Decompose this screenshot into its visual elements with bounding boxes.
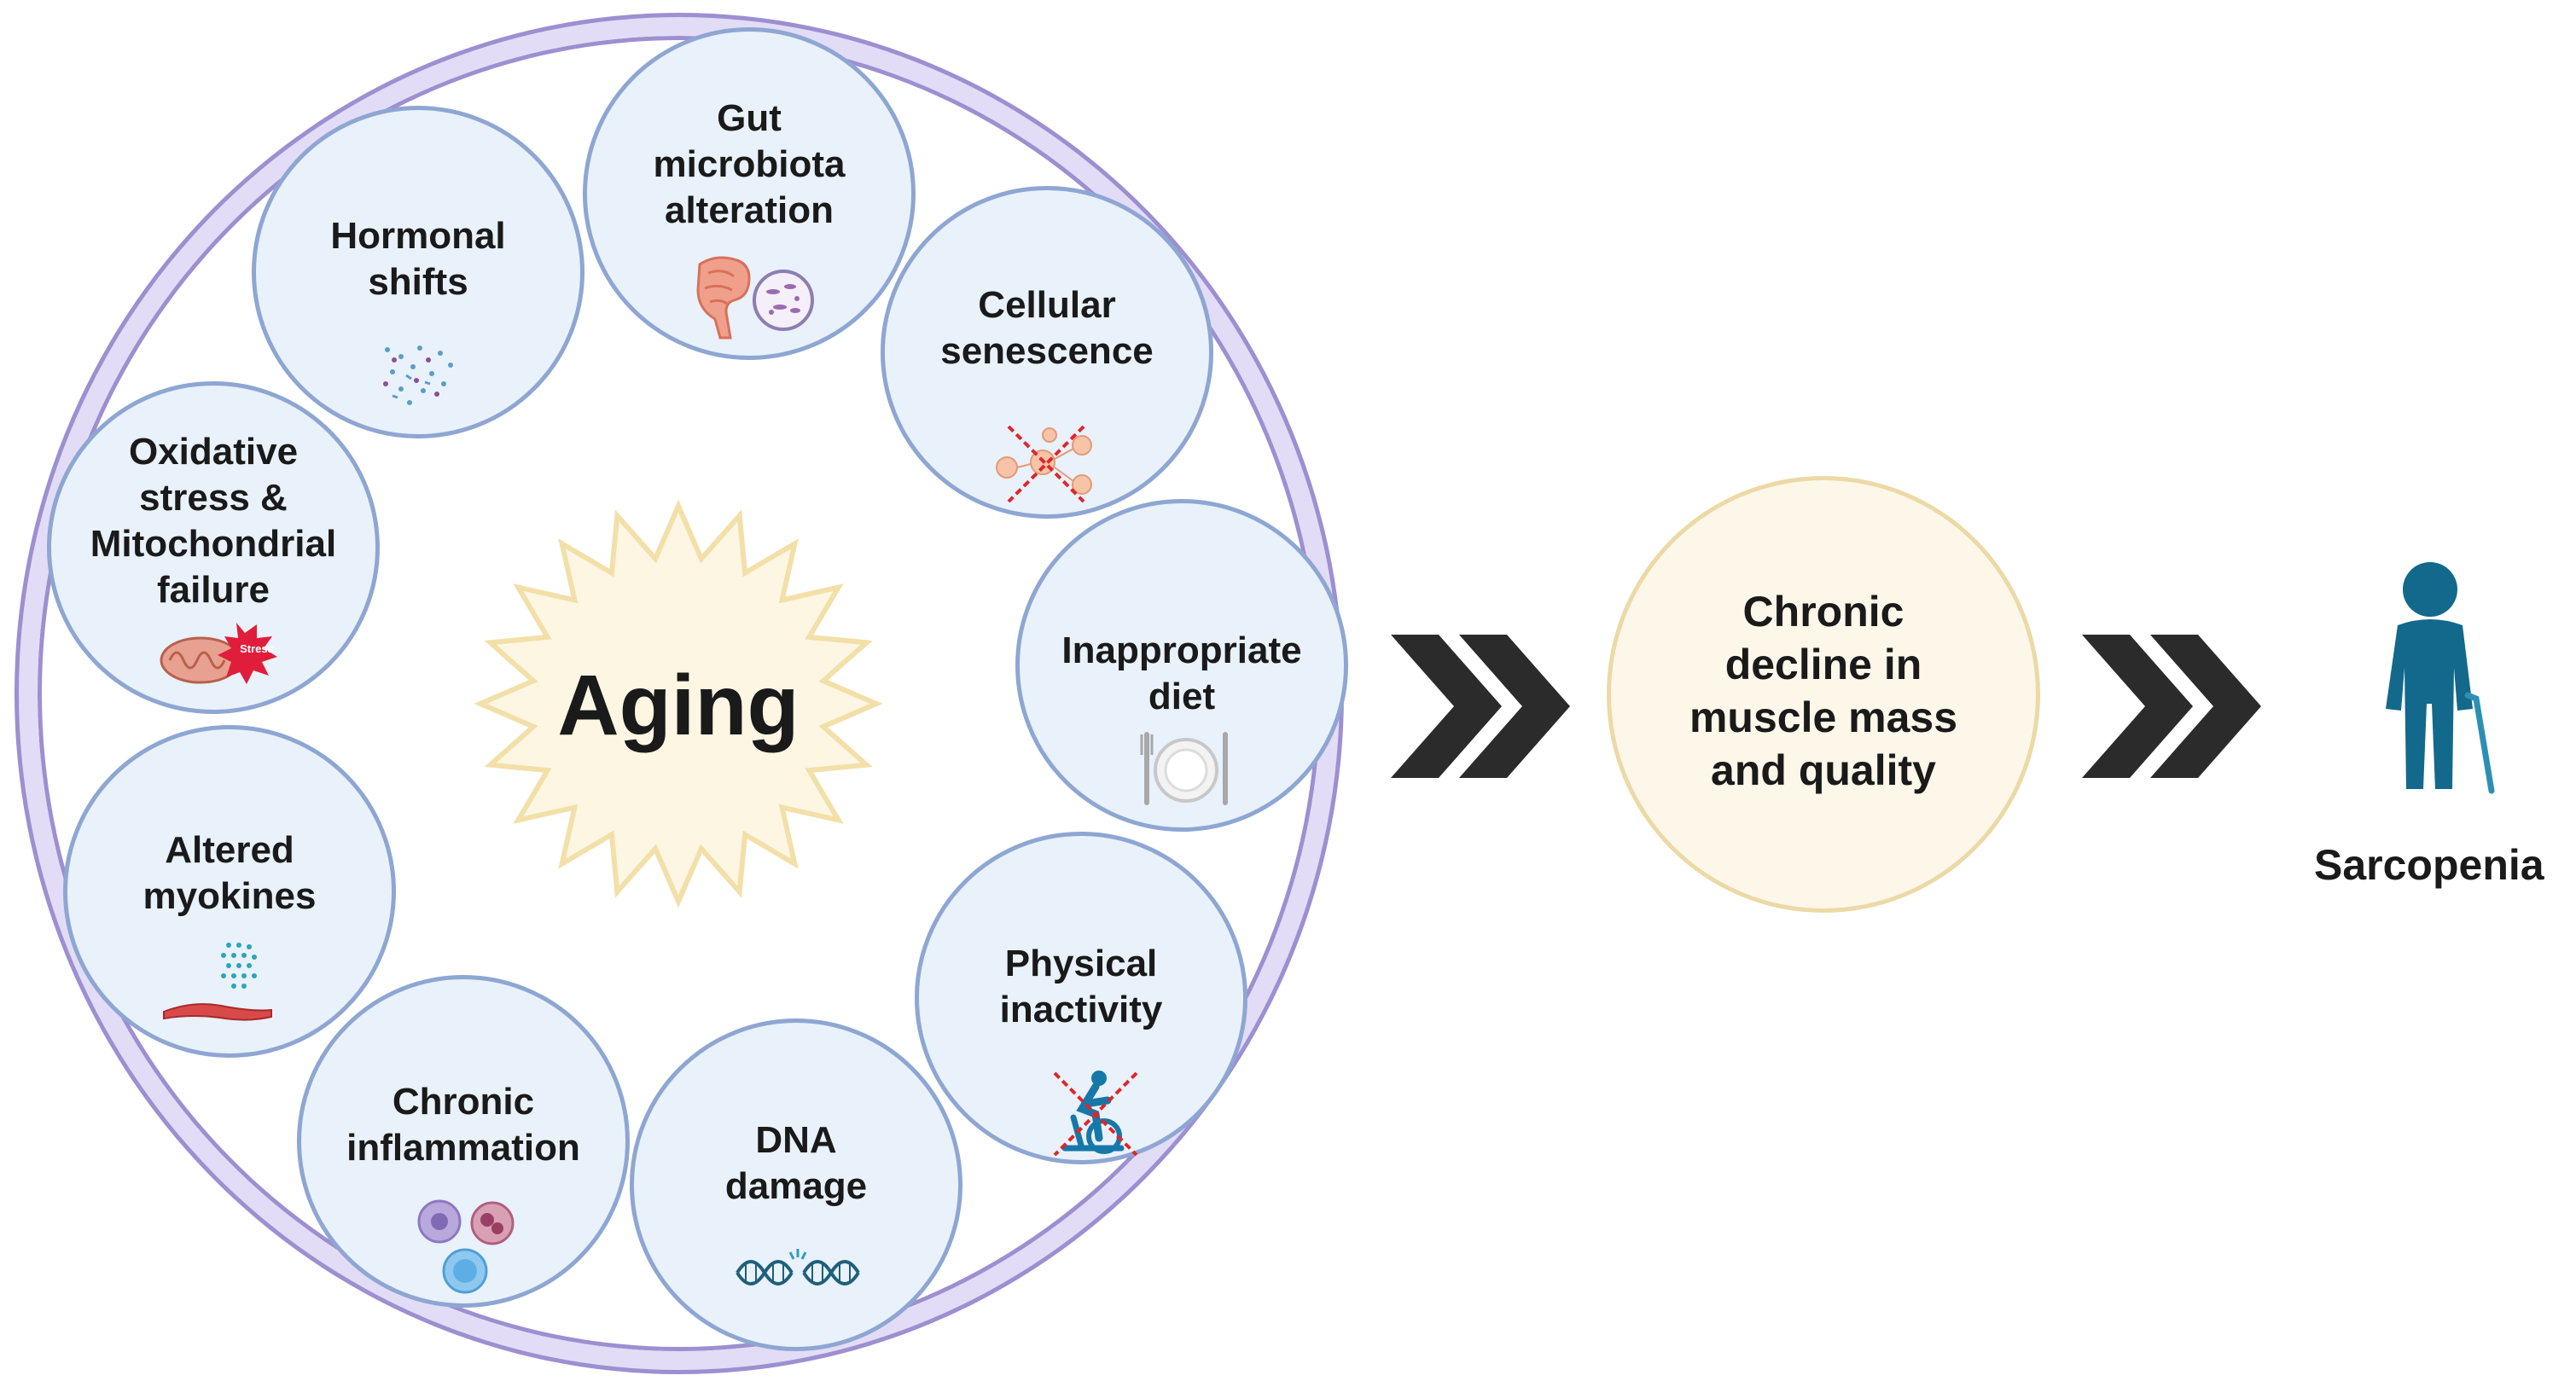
stress-badge: Stress [240, 642, 274, 655]
chevron-arrow-2-icon [2082, 635, 2261, 778]
factor-node-myokines [63, 725, 396, 1058]
crossed-cyclist-icon [1053, 1071, 1138, 1157]
factor-label-dna: DNA damage [724, 1119, 868, 1207]
outcome-label: Chronic decline in muscle mass and quali… [1689, 588, 1958, 794]
elderly-person-icon [2386, 562, 2495, 794]
aging-burst-icon [474, 499, 883, 908]
mitochondria-stress-icon [160, 623, 277, 684]
factor-node-dna [630, 1018, 962, 1351]
factor-label-diet: Inappropriate diet [1061, 630, 1302, 717]
factor-label-gut: Gut microbiota alteration [653, 97, 846, 231]
intestine-microbes-icon [696, 256, 814, 339]
factor-label-myokines: Altered myokines [142, 829, 317, 917]
factor-label-senescence: Cellular senescence [940, 284, 1154, 372]
factor-node-gut [583, 27, 916, 360]
aging-label: Aging [557, 658, 800, 753]
factor-label-hormonal: Hormonal shifts [330, 215, 506, 303]
factor-node-hormonal [252, 106, 584, 438]
plate-cutlery-icon [1140, 732, 1228, 805]
outcome-circle [1607, 476, 2040, 913]
hormone-dots-icon [383, 345, 453, 405]
factor-label-oxidative: Oxidative stress & Mitochondrial failure [90, 431, 337, 611]
chevron-arrow-1-icon [1391, 635, 1570, 778]
muscle-myokines-icon [163, 943, 272, 1021]
factor-label-inactivity: Physical inactivity [999, 943, 1163, 1030]
factor-node-oxidative [47, 381, 380, 714]
result-label: Sarcopenia [2314, 841, 2544, 889]
immune-cells-icon [417, 1199, 515, 1294]
broken-dna-icon [736, 1249, 860, 1285]
factor-label-inflammation: Chronic inflammation [346, 1081, 580, 1169]
crossed-cells-icon [996, 425, 1092, 503]
